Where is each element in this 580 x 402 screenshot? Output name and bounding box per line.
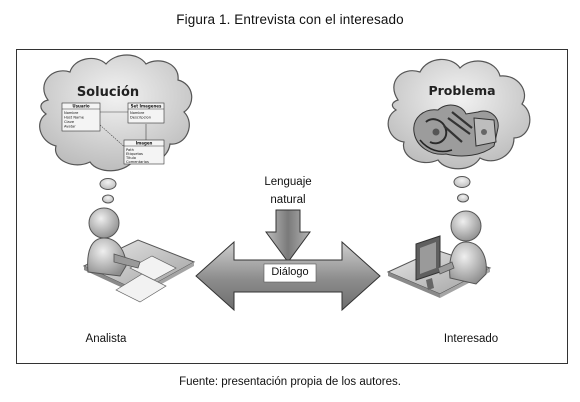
uml-usuario-name: Usuario xyxy=(72,104,90,109)
language-label-line1: Lenguaje xyxy=(264,176,312,188)
uml-usuario-attr: Clave xyxy=(64,120,75,124)
uml-imagen-attr: Titulo xyxy=(125,156,136,160)
problem-thought-bubbles xyxy=(453,176,471,203)
dialog-arrow xyxy=(195,240,381,312)
uml-usuario-attr: Avatar xyxy=(64,125,76,129)
uml-imagen-name: Imagen xyxy=(136,141,153,146)
uml-set-imagenes-name: Set Imagenes xyxy=(131,104,162,109)
uml-imagen-attr: Path xyxy=(126,148,134,152)
uml-class-usuario xyxy=(61,102,101,132)
problem-illustration xyxy=(413,104,499,157)
language-arrow xyxy=(265,209,311,263)
analyst-label: Analista xyxy=(85,333,127,345)
dialog-label-box xyxy=(263,263,317,283)
uml-usuario-attr: Nombre xyxy=(64,111,79,115)
figure-source: Fuente: presentación propia de los autor… xyxy=(179,376,401,388)
dialog-label: Diálogo xyxy=(271,266,309,278)
figure-title: Figura 1. Entrevista con el interesado xyxy=(176,12,404,27)
stakeholder-figure xyxy=(386,210,492,298)
uml-class-imagen xyxy=(123,139,165,165)
stakeholder-label: Interesado xyxy=(443,333,499,345)
uml-set-imagenes-attr: Nombre xyxy=(130,111,145,115)
solution-thought-bubbles xyxy=(99,178,117,204)
uml-imagen-attr: Comentarios xyxy=(126,160,149,164)
problem-title: Problema xyxy=(428,83,495,98)
uml-usuario-attr: Host Name xyxy=(64,116,85,120)
analyst-figure xyxy=(82,207,196,303)
uml-class-set-imagenes xyxy=(127,102,165,124)
uml-imagen-attr: Etiquetas xyxy=(126,152,143,156)
uml-diagram xyxy=(61,102,165,165)
solution-title: Solución xyxy=(77,85,139,100)
language-label-line2: natural xyxy=(270,194,306,206)
uml-set-imagenes-attr: Descripcion xyxy=(130,116,151,120)
